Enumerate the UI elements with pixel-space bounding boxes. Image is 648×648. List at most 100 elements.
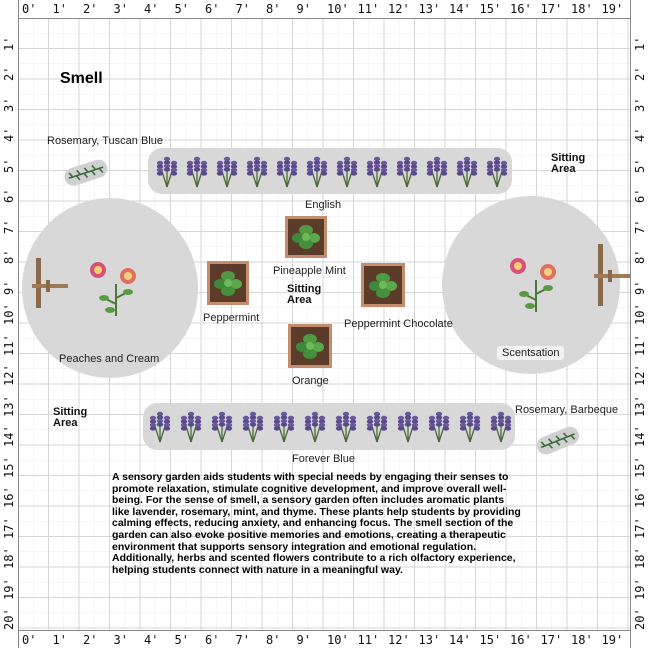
ruler-tick-label: 10' [327, 633, 349, 647]
rose-flower-icon[interactable] [84, 258, 148, 322]
ruler-tick-label: 12' [388, 2, 410, 16]
lavender-plant-icon[interactable] [395, 408, 421, 444]
ruler-tick-label: 14' [2, 425, 16, 447]
lavender-plant-icon[interactable] [364, 408, 390, 444]
sitting-area-line: Sitting [53, 406, 88, 418]
lavender-plant-icon[interactable] [302, 408, 328, 444]
ruler-tick-label: 9' [296, 633, 311, 647]
ruler-tick-label: 18' [2, 547, 16, 569]
ruler-tick-label: 11' [633, 333, 647, 356]
label-peppermint-chocolate: Peppermint Chocolate [344, 318, 453, 330]
ruler-tick-label: 3' [113, 2, 128, 16]
ruler-tick-label: 9' [2, 280, 16, 295]
description-text: A sensory garden aids students with spec… [112, 471, 521, 576]
ruler-tick-label: 13' [2, 394, 16, 417]
ruler-tick-label: 4' [144, 633, 159, 647]
lavender-plant-icon[interactable] [457, 408, 483, 444]
ruler-tick-label: 17' [2, 516, 16, 539]
lavender-plant-icon[interactable] [274, 153, 300, 189]
lavender-bed-top[interactable] [148, 148, 512, 194]
label-peppermint: Peppermint [203, 312, 260, 324]
ruler-tick-label: 19' [601, 633, 624, 647]
ruler-tick-label: 13' [418, 633, 441, 647]
lavender-plant-icon[interactable] [488, 408, 514, 444]
ruler-tick-label: 17' [633, 516, 647, 539]
lavender-plant-icon[interactable] [334, 153, 360, 189]
ruler-tick-label: 17' [540, 633, 563, 647]
ruler-tick-label: 7' [2, 219, 16, 234]
ruler-tick-label: 11' [357, 2, 380, 16]
ruler-tick-label: 20' [633, 608, 647, 630]
mint-pot-pineapple[interactable] [285, 216, 327, 258]
ruler-tick-label: 15' [479, 2, 502, 16]
sitting-circle-right[interactable] [442, 196, 620, 374]
bench-icon[interactable] [592, 244, 632, 308]
lavender-plant-icon[interactable] [240, 408, 266, 444]
lavender-plant-icon[interactable] [484, 153, 510, 189]
lavender-plant-icon[interactable] [184, 153, 210, 189]
lavender-plant-icon[interactable] [333, 408, 359, 444]
label-forever-blue: Forever Blue [292, 453, 355, 465]
mint-pot-peppermint[interactable] [207, 261, 249, 305]
sitting-area-line: Area [551, 163, 576, 175]
bench-icon[interactable] [30, 256, 70, 312]
sitting-area-line: Area [287, 294, 312, 306]
ruler-tick-label: 17' [540, 2, 563, 16]
ruler-tick-label: 16' [510, 2, 532, 16]
ruler-tick-label: 13' [633, 394, 647, 417]
mint-plant-icon [296, 334, 324, 359]
ruler-tick-label: 15' [2, 455, 16, 478]
lavender-plant-icon[interactable] [304, 153, 330, 189]
label-peaches-cream: Peaches and Cream [59, 353, 160, 365]
ruler-tick-label: 16' [2, 486, 16, 508]
rosemary-plant-icon[interactable] [530, 426, 584, 456]
lavender-plant-icon[interactable] [271, 408, 297, 444]
ruler-tick-label: 1' [633, 36, 647, 51]
ruler-tick-label: 8' [266, 633, 281, 647]
rosemary-plant-icon[interactable] [58, 158, 112, 188]
ruler-tick-label: 19' [2, 577, 16, 600]
ruler-tick-label: 8' [266, 2, 281, 16]
lavender-plant-icon[interactable] [214, 153, 240, 189]
lavender-plant-icon[interactable] [178, 408, 204, 444]
label-orange: Orange [292, 375, 329, 387]
lavender-plant-icon[interactable] [394, 153, 420, 189]
ruler-tick-label: 5' [2, 158, 16, 173]
sitting-area-top-right: Sitting Area [551, 153, 585, 175]
lavender-plant-icon[interactable] [454, 153, 480, 189]
mint-pot-orange[interactable] [288, 324, 332, 368]
lavender-plant-icon[interactable] [244, 153, 270, 189]
ruler-tick-label: 16' [510, 633, 532, 647]
ruler-tick-label: 7' [235, 2, 250, 16]
ruler-tick-label: 7' [633, 219, 647, 234]
lavender-plant-icon[interactable] [147, 408, 173, 444]
ruler-tick-label: 8' [633, 249, 647, 264]
ruler-tick-label: 1' [52, 633, 67, 647]
rose-flower-icon[interactable] [504, 254, 568, 318]
lavender-plant-icon[interactable] [424, 153, 450, 189]
ruler-tick-label: 7' [235, 633, 250, 647]
sitting-area-center: Sitting Area [287, 284, 321, 306]
ruler-tick-label: 2' [83, 633, 98, 647]
ruler-tick-label: 10' [2, 303, 16, 325]
ruler-left: 1'2'3'4'5'6'7'8'9'10'11'12'13'14'15'16'1… [0, 0, 19, 648]
ruler-tick-label: 20' [2, 608, 16, 630]
ruler-tick-label: 4' [633, 127, 647, 142]
lavender-plant-icon[interactable] [154, 153, 180, 189]
lavender-plant-icon[interactable] [364, 153, 390, 189]
ruler-tick-label: 15' [479, 633, 502, 647]
mint-plant-icon [369, 273, 397, 298]
lavender-bed-bottom[interactable] [143, 403, 515, 450]
ruler-tick-label: 14' [633, 425, 647, 447]
ruler-tick-label: 3' [113, 633, 128, 647]
label-english: English [305, 199, 342, 211]
ruler-tick-label: 14' [449, 633, 471, 647]
ruler-tick-label: 3' [633, 97, 647, 112]
ruler-tick-label: 12' [633, 364, 647, 386]
ruler-tick-label: 13' [418, 2, 441, 16]
ruler-tick-label: 1' [2, 36, 16, 51]
lavender-plant-icon[interactable] [209, 408, 235, 444]
lavender-plant-icon[interactable] [426, 408, 452, 444]
mint-pot-peppermint-chocolate[interactable] [361, 263, 405, 307]
